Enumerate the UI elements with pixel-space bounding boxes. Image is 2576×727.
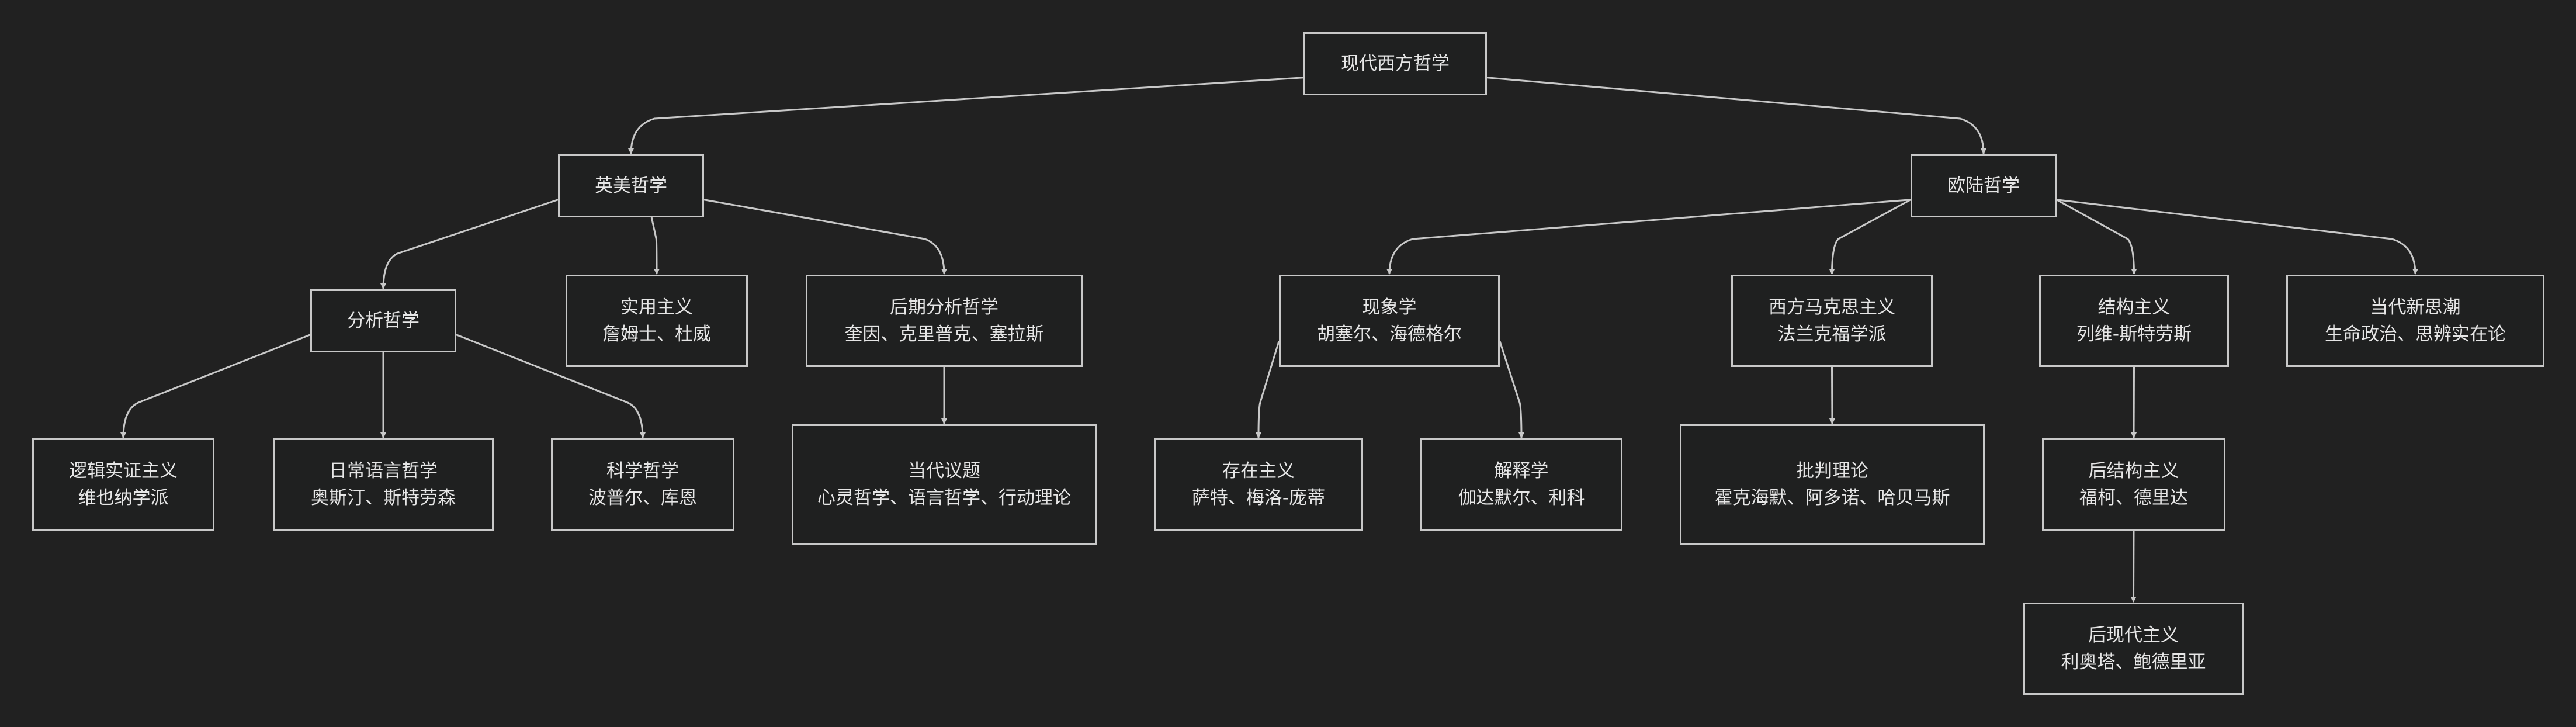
node-hermeneutics-title: 解释学 xyxy=(1494,461,1549,482)
node-philosophy-of-science-title: 科学哲学 xyxy=(606,461,679,482)
edge-continental-to-western_marxism xyxy=(1829,199,1911,275)
node-post-structuralism-title: 后结构主义 xyxy=(2088,461,2179,482)
node-pragmatism: 实用主义 詹姆士、杜威 xyxy=(566,275,748,367)
node-analytic: 分析哲学 xyxy=(310,289,456,352)
node-contemporary-title: 当代新思潮 xyxy=(2370,297,2461,318)
node-hermeneutics-detail: 伽达默尔、利科 xyxy=(1458,487,1585,508)
node-continental-title: 欧陆哲学 xyxy=(1947,175,2020,196)
node-contemporary-detail: 生命政治、思辨实在论 xyxy=(2325,324,2506,345)
edge-phenomenology-to-hermeneutics xyxy=(1499,341,1524,438)
node-existentialism: 存在主义 萨特、梅洛-庞蒂 xyxy=(1154,438,1363,531)
node-structuralism-title: 结构主义 xyxy=(2097,297,2171,318)
node-structuralism: 结构主义 列维-斯特劳斯 xyxy=(2039,275,2229,367)
edge-anglo-to-post_analytic xyxy=(703,199,947,275)
edge-phenomenology-to-existentialism xyxy=(1256,341,1280,438)
node-existentialism-title: 存在主义 xyxy=(1222,461,1295,482)
edge-anglo-to-pragmatism xyxy=(650,217,660,275)
node-logical-positivism-title: 逻辑实证主义 xyxy=(69,461,178,482)
node-western-marxism-detail: 法兰克福学派 xyxy=(1777,324,1887,345)
node-post-analytic-detail: 奎因、克里普克、塞拉斯 xyxy=(844,324,1044,345)
node-analytic-title: 分析哲学 xyxy=(347,310,419,331)
node-phenomenology-title: 现象学 xyxy=(1362,297,1417,318)
node-post-structuralism: 后结构主义 福柯、德里达 xyxy=(2042,438,2225,531)
edge-continental-to-structuralism xyxy=(2056,199,2137,275)
node-ordinary-language-detail: 奥斯汀、斯特劳森 xyxy=(311,487,456,508)
node-philosophy-of-science: 科学哲学 波普尔、库恩 xyxy=(551,438,734,531)
node-ordinary-language-title: 日常语言哲学 xyxy=(329,461,438,482)
node-ordinary-language: 日常语言哲学 奥斯汀、斯特劳森 xyxy=(273,438,494,531)
node-contemporary-issues: 当代议题 心灵哲学、语言哲学、行动理论 xyxy=(792,424,1097,545)
edge-root-to-anglo xyxy=(628,77,1304,154)
node-logical-positivism-detail: 维也纳学派 xyxy=(78,487,169,508)
node-post-analytic-title: 后期分析哲学 xyxy=(890,297,998,318)
node-phenomenology: 现象学 胡塞尔、海德格尔 xyxy=(1279,275,1500,367)
node-structuralism-detail: 列维-斯特劳斯 xyxy=(2076,324,2192,345)
edge-continental-to-phenomenology xyxy=(1386,199,1911,275)
node-anglo: 英美哲学 xyxy=(558,154,704,217)
node-postmodernism-title: 后现代主义 xyxy=(2088,625,2179,646)
edge-analytic-to-logical_positivism xyxy=(120,334,311,438)
node-pragmatism-title: 实用主义 xyxy=(620,297,693,318)
node-philosophy-of-science-detail: 波普尔、库恩 xyxy=(588,487,697,508)
node-continental: 欧陆哲学 xyxy=(1911,154,2057,217)
node-contemporary-issues-title: 当代议题 xyxy=(908,461,980,482)
edge-root-to-continental xyxy=(1486,77,1986,154)
node-contemporary: 当代新思潮 生命政治、思辨实在论 xyxy=(2286,275,2544,367)
edge-anglo-to-analytic xyxy=(380,199,559,289)
node-logical-positivism: 逻辑实证主义 维也纳学派 xyxy=(32,438,214,531)
node-pragmatism-detail: 詹姆士、杜威 xyxy=(602,324,711,345)
edge-western_marxism-to-critical_theory xyxy=(1829,366,1835,424)
node-contemporary-issues-detail: 心灵哲学、语言哲学、行动理论 xyxy=(817,487,1071,508)
node-hermeneutics: 解释学 伽达默尔、利科 xyxy=(1420,438,1622,531)
node-critical-theory: 批判理论 霍克海默、阿多诺、哈贝马斯 xyxy=(1680,424,1985,545)
node-root-title: 现代西方哲学 xyxy=(1341,53,1450,74)
node-postmodernism: 后现代主义 利奥塔、鲍德里亚 xyxy=(2023,603,2244,695)
edge-continental-to-contemporary xyxy=(2056,199,2418,275)
node-critical-theory-title: 批判理论 xyxy=(1796,461,1868,482)
node-phenomenology-detail: 胡塞尔、海德格尔 xyxy=(1317,324,1462,345)
node-western-marxism: 西方马克思主义 法兰克福学派 xyxy=(1731,275,1933,367)
node-western-marxism-title: 西方马克思主义 xyxy=(1769,297,1895,318)
node-post-analytic: 后期分析哲学 奎因、克里普克、塞拉斯 xyxy=(806,275,1083,367)
node-existentialism-detail: 萨特、梅洛-庞蒂 xyxy=(1191,487,1326,508)
node-root: 现代西方哲学 xyxy=(1303,32,1487,95)
node-post-structuralism-detail: 福柯、德里达 xyxy=(2079,487,2188,508)
edge-analytic-to-philosophy_of_science xyxy=(456,334,646,438)
node-critical-theory-detail: 霍克海默、阿多诺、哈贝马斯 xyxy=(1714,487,1950,508)
node-anglo-title: 英美哲学 xyxy=(595,175,667,196)
node-postmodernism-detail: 利奥塔、鲍德里亚 xyxy=(2061,652,2206,673)
